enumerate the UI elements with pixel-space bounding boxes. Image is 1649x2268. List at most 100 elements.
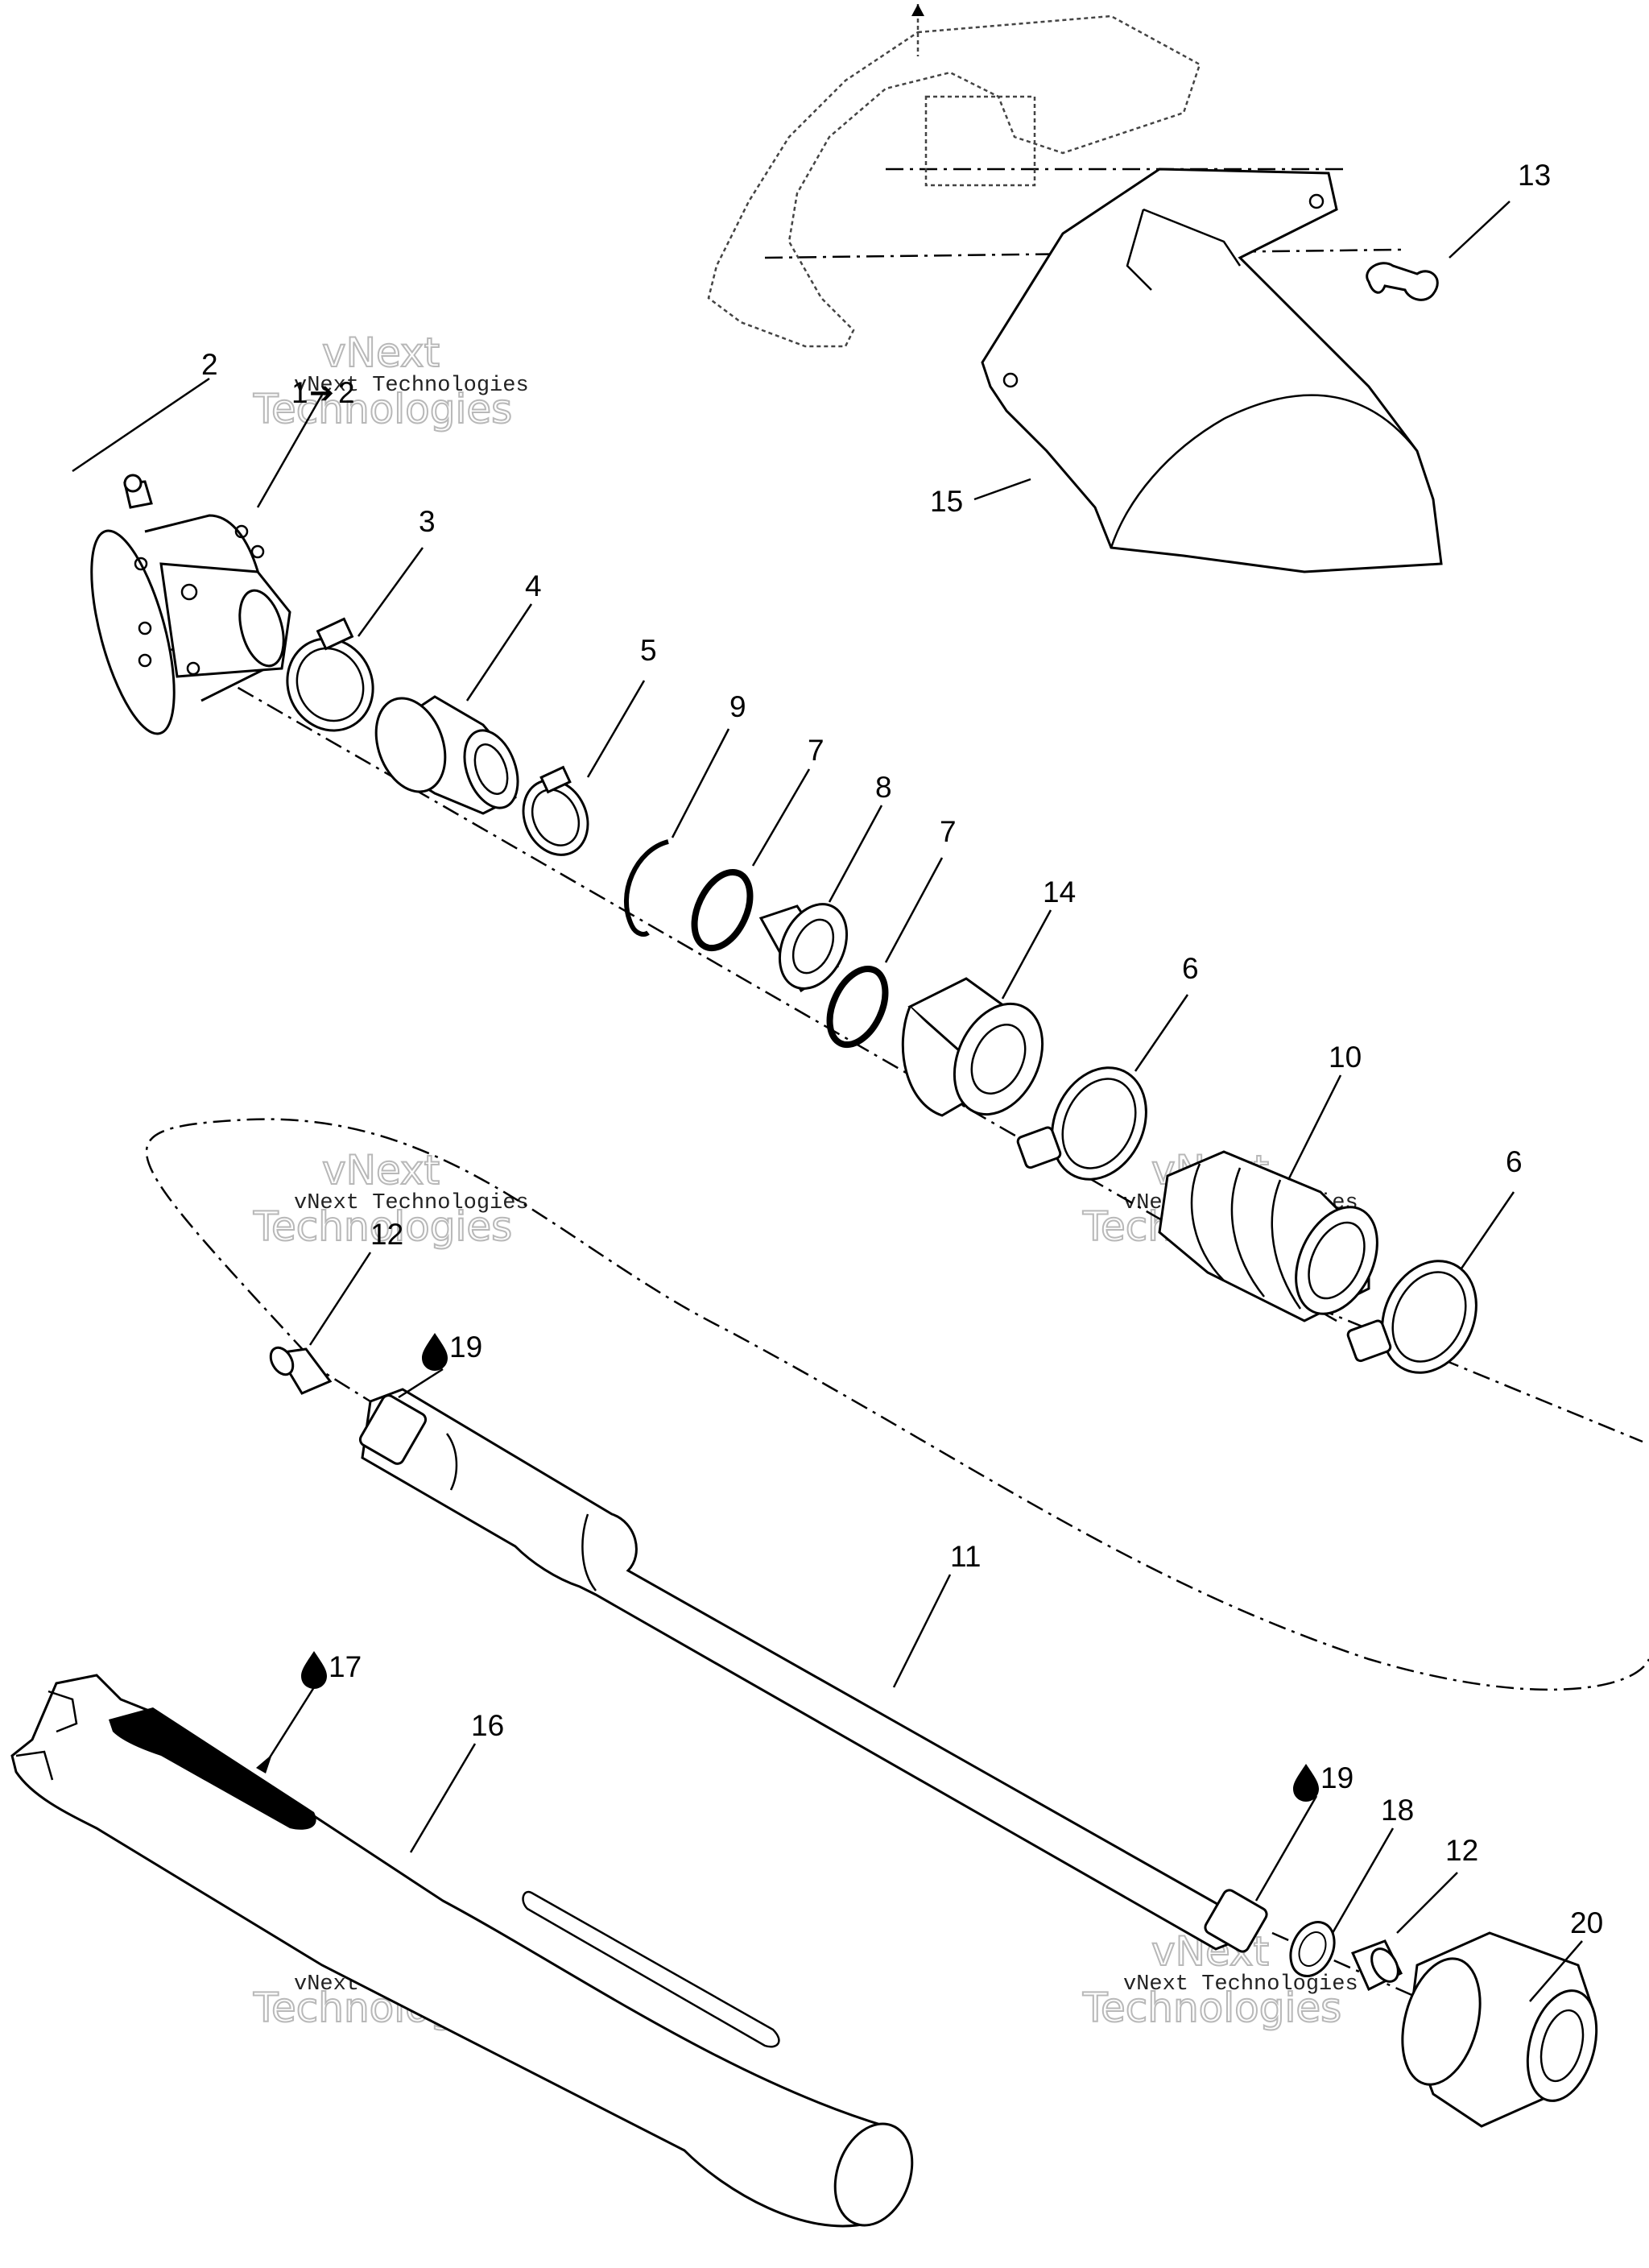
leader-11: [892, 1574, 952, 1688]
callout-13: 13: [1518, 159, 1551, 192]
part-4-coupler: [374, 695, 519, 815]
leader-7a: [751, 768, 811, 867]
leader-lines: [72, 201, 1583, 2002]
shield-body: [981, 168, 1443, 573]
svg-text:Technologies: Technologies: [253, 1203, 512, 1250]
leader-16: [409, 1743, 477, 1853]
svg-text:vNext Technologies: vNext Technologies: [294, 374, 529, 398]
part-5-clamp: [522, 765, 589, 856]
callout-18: 18: [1381, 1794, 1414, 1827]
shield-top-edge: [1143, 208, 1242, 267]
part-12-plug-b: [1350, 1939, 1403, 1992]
part-14-sleeve: [901, 977, 1044, 1117]
part-11-drive-shaft: [358, 1388, 1268, 1953]
leader-13: [1449, 201, 1511, 259]
leader-18: [1331, 1827, 1395, 1934]
part-8-bushing: [758, 903, 849, 993]
part-18-washer: [1289, 1921, 1336, 1977]
drop-icon: [422, 1333, 448, 1371]
watermark-top-left: vNext Technologies vNext Technologies: [252, 329, 529, 433]
loop-reference-line: [145, 1118, 1649, 1691]
part-15-shield: [707, 4, 1443, 573]
svg-text:Technologies: Technologies: [1082, 1984, 1341, 2031]
svg-text:vNext Technologies: vNext Technologies: [294, 1191, 529, 1215]
part-13-wing-nut: [1366, 262, 1439, 301]
callout-16: 16: [471, 1709, 504, 1742]
callout-12a: 12: [370, 1218, 403, 1251]
bellows-end: [1295, 1206, 1378, 1315]
o-ring-b: [826, 965, 889, 1049]
leader-7b: [884, 857, 944, 963]
sleeve-bore: [970, 1024, 1027, 1095]
tube-mouth: [833, 2122, 914, 2227]
shield-hole-top: [1308, 193, 1325, 209]
clamp-6a-inner: [1061, 1078, 1137, 1169]
callout-19b: 19: [1320, 1761, 1354, 1794]
leader-20: [1529, 1940, 1583, 2002]
leader-3: [357, 547, 424, 637]
leader-4: [465, 603, 533, 702]
leader-15: [973, 478, 1031, 501]
coupler-end-a: [374, 697, 447, 793]
flange-center-hole: [180, 583, 198, 601]
part-1-flange: [90, 514, 291, 735]
callout-6b: 6: [1506, 1145, 1523, 1178]
shield-hole-left: [1002, 372, 1019, 388]
part-12-plug-a: [269, 1346, 333, 1395]
bellows-fold-3: [1271, 1179, 1302, 1310]
leader-9: [671, 728, 730, 838]
shaft-step-2: [581, 1513, 597, 1591]
flange-bolt-hole-5: [138, 653, 152, 668]
part-7-o-ring-a: [691, 868, 754, 952]
upper-axis-line: [120, 619, 1337, 1322]
clamp-3-tab: [316, 617, 354, 651]
bushing-bore: [791, 918, 835, 975]
callout-6a: 6: [1182, 952, 1199, 985]
flange-bolt-hole-1: [134, 557, 148, 571]
coupler-bore: [473, 743, 509, 795]
part-16-tube: [10, 1674, 914, 2228]
callout-7a: 7: [808, 734, 824, 767]
leader-6a: [1134, 994, 1189, 1072]
callout-8: 8: [875, 771, 892, 804]
callout-14: 14: [1043, 875, 1076, 908]
callout-19b-group: 19: [1293, 1761, 1354, 1802]
callout-20: 20: [1570, 1906, 1603, 1939]
clamp-6b-ring: [1381, 1260, 1477, 1374]
fitting-cap: [123, 474, 143, 493]
callout-19a-group: 19: [422, 1331, 482, 1371]
part-9-circlip: [623, 839, 669, 937]
leader-1: [256, 394, 324, 508]
leader-8: [828, 805, 883, 903]
tube-fork-bottom: [15, 1750, 54, 1781]
leader-6b: [1460, 1191, 1515, 1269]
svg-text:vNext: vNext: [322, 1147, 440, 1194]
callout-12b: 12: [1445, 1834, 1478, 1867]
flange-bolt-hole-4: [138, 621, 152, 635]
leader-2a: [72, 377, 210, 473]
washer-inner: [1298, 1931, 1327, 1967]
ghost-arrow-head: [911, 4, 924, 16]
part-10-bellows: [1158, 1150, 1378, 1322]
callout-17: 17: [329, 1650, 362, 1683]
callout-labels: 2 1 ➔ 2 3 4 5 9 7 8 7 14 6 10 6 13 15 12…: [201, 159, 1603, 1939]
circlip-arc: [623, 839, 669, 937]
plug-a-head: [269, 1346, 295, 1376]
o-ring-a: [691, 868, 754, 952]
svg-text:vNext: vNext: [322, 329, 440, 376]
clamp-6a-ring: [1051, 1066, 1147, 1181]
bellows-fold-1: [1190, 1163, 1225, 1281]
part-3-clamp: [286, 617, 374, 732]
tube-slot: [522, 1890, 780, 2048]
flange-bolt-hole-2: [234, 524, 249, 539]
shaft-body: [361, 1388, 1258, 1951]
plug-b-head: [1370, 1947, 1399, 1983]
watermark-mid-left: vNext Technologies vNext Technologies: [252, 1146, 529, 1251]
flange-hub-bore: [238, 589, 285, 668]
shield-side-edge: [1126, 209, 1152, 291]
part-6-clamp-a: [1016, 1066, 1147, 1181]
flange-disc: [90, 529, 176, 735]
clamp-6b-inner: [1391, 1271, 1467, 1363]
tube-fork-top: [48, 1690, 78, 1733]
